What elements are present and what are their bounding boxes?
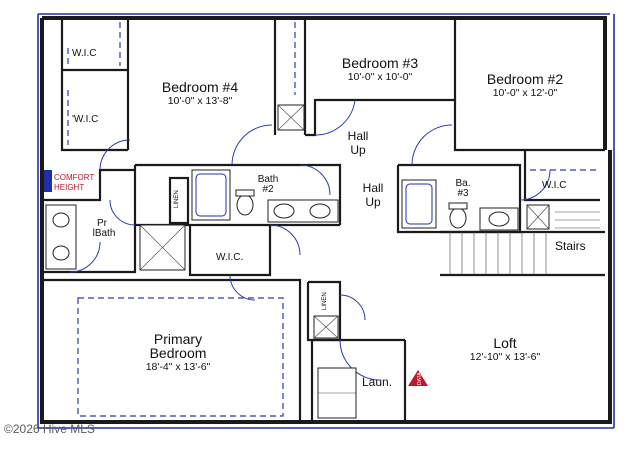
stairs-label: Stairs: [555, 239, 586, 253]
linen-label-1: LINEN: [174, 190, 180, 208]
loft-dims: 12'-10" x 13'-6": [470, 351, 541, 363]
primary-name-2: Bedroom: [150, 345, 207, 361]
exterior-walls: [37, 13, 615, 429]
dashed-outlines: [67, 22, 598, 417]
bath2-line2: #2: [262, 184, 274, 195]
bath2-line1: Bath: [258, 174, 279, 185]
bath3-line1: Ba.: [455, 178, 470, 189]
bedroom4-dims: 10'-0" x 13'-8": [168, 95, 233, 107]
bedroom2-dims: 10'-0" x 12'-0": [493, 87, 558, 99]
primary-dims: 18'-4" x 13'-6": [146, 361, 211, 373]
comfort-line1: COMFORT: [54, 173, 94, 182]
hall-up-1-line2: Up: [350, 143, 366, 157]
hall-up-2-line2: Up: [365, 195, 381, 209]
primary-bath-line2: lBath: [93, 228, 116, 239]
bedroom3-dims: 10'-0" x 10'-0": [348, 71, 413, 83]
primary-name-1: Primary: [154, 331, 202, 347]
stair-treads: [449, 211, 600, 275]
bath3-line2: #3: [457, 188, 469, 199]
copyright-text: ©2026 Hive MLS: [4, 422, 95, 436]
wic-top-left-label: W.I.C: [72, 48, 96, 59]
data-tag-label: DATA: [417, 372, 423, 385]
bedroom3-name: Bedroom #3: [342, 55, 418, 71]
hall-up-2-line1: Hall: [363, 181, 384, 195]
linen-label-2: LINEN: [322, 292, 328, 310]
bedroom2-name: Bedroom #2: [487, 71, 563, 87]
loft-name: Loft: [493, 335, 516, 351]
laundry-label: Laun.: [362, 375, 392, 389]
wic-left-label: 'W.I.C: [72, 114, 98, 125]
wic-right-label: W.I.C: [542, 180, 566, 191]
wic-primary-label: W.I.C.: [216, 252, 243, 263]
data-outlet-icon: [408, 370, 428, 386]
bedroom4-name: Bedroom #4: [162, 79, 238, 95]
comfort-line2: HEIGHT: [54, 183, 84, 192]
primary-bath-line1: Pr: [97, 218, 108, 229]
fixtures: [44, 104, 600, 419]
hall-up-1-line1: Hall: [348, 129, 369, 143]
